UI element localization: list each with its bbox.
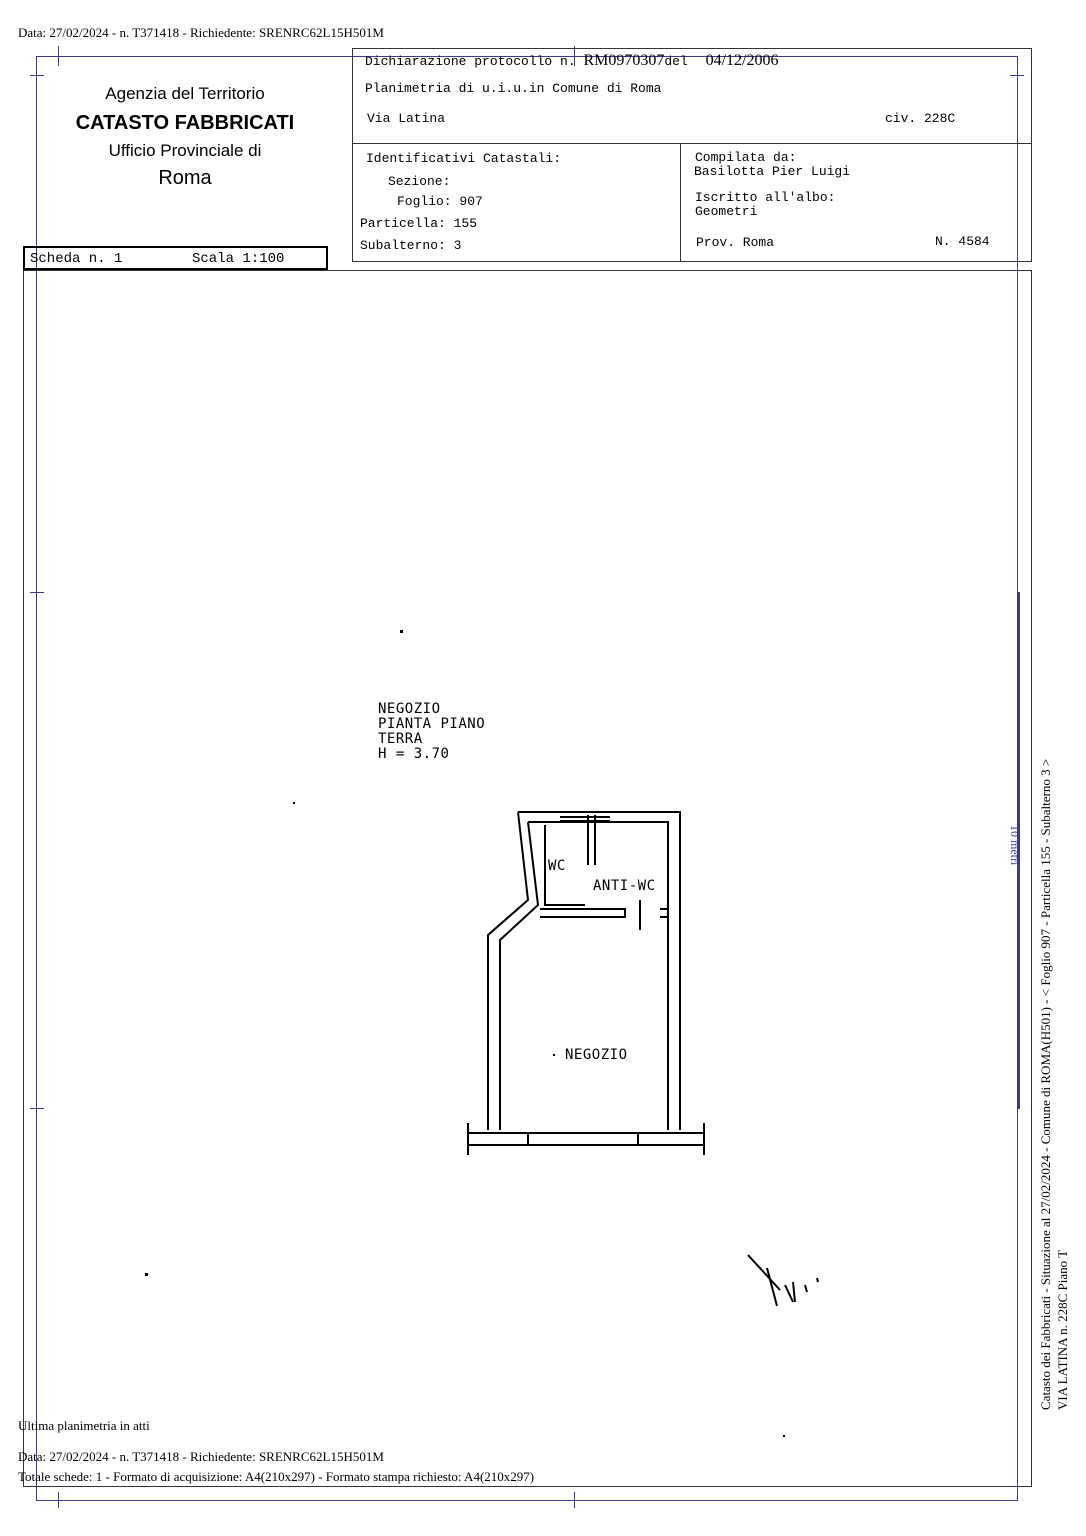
sezione-field: Sezione: — [388, 174, 451, 189]
plan-municipality-line: Planimetria di u.i.u.in Comune di Roma — [365, 81, 662, 96]
crop-mark — [574, 1492, 575, 1508]
province: Prov. Roma — [696, 235, 775, 250]
room-label-negozio: NEGOZIO — [565, 1047, 628, 1063]
declaration-date: 04/12/2006 — [705, 52, 779, 69]
catasto-title: CATASTO FABBRICATI — [75, 112, 295, 134]
albo-value: Geometri — [695, 204, 758, 219]
frame-bottom-line — [36, 1500, 1018, 1501]
plan-title-line1: NEGOZIO — [378, 701, 441, 717]
identifiers-title: Identificativi Catastali: — [366, 151, 562, 166]
signature — [747, 1254, 819, 1307]
speck — [553, 1054, 555, 1056]
albo-label: Iscritto all'albo: — [695, 190, 836, 205]
plan-title-line2: PIANTA PIANO — [378, 716, 486, 732]
crop-mark — [58, 1492, 59, 1508]
scheda-box: Scheda n. 1 Scala 1:100 — [23, 246, 328, 270]
scale-label: Scala 1:100 — [192, 251, 285, 267]
agency-name: Agenzia del Territorio — [105, 84, 265, 103]
footer-totals-line: Totale schede: 1 - Formato di acquisizio… — [18, 1469, 535, 1484]
drawing-frame — [23, 270, 1032, 1487]
outer-wall — [518, 811, 681, 1130]
declaration-prefix: Dichiarazione protocollo n. — [365, 54, 576, 69]
protocol-number: RM0970307 — [583, 52, 665, 69]
wc-wall — [544, 825, 585, 906]
scale-bar-label: 10 metri — [1008, 825, 1022, 866]
inner-wall — [499, 821, 540, 1130]
identifiers-divider — [680, 143, 681, 262]
frame-top-line — [36, 56, 1018, 57]
crop-mark — [30, 592, 44, 593]
civic-number: civ. 228C — [885, 111, 956, 126]
scale-bar — [1018, 592, 1020, 1109]
frame-right-line — [1017, 56, 1018, 1501]
frame-left-line — [36, 56, 37, 1501]
cadastral-situation-line: Catasto dei Fabbricati - Situazione al 2… — [1038, 758, 1053, 1410]
speck — [145, 1273, 148, 1276]
antiwc-wall — [540, 908, 626, 918]
crop-mark — [574, 46, 575, 66]
subalterno-field: Subalterno: 3 — [360, 238, 462, 253]
plan-title-line3: TERRA — [378, 731, 423, 747]
speck — [400, 630, 403, 633]
crop-mark — [30, 75, 44, 76]
crop-mark — [1010, 75, 1024, 76]
street-name: Via Latina — [367, 111, 446, 126]
address-line: VIA LATINA n. 228C Piano T — [1055, 1249, 1070, 1410]
plan-title-line4: H = 3.70 — [378, 746, 450, 762]
crop-mark — [58, 46, 59, 66]
office-label: Ufficio Provinciale di — [108, 141, 262, 160]
last-plan-note: Ultima planimetria in atti — [18, 1418, 150, 1433]
room-label-wc: WC — [548, 858, 566, 874]
foglio-field: Foglio: 907 — [397, 194, 483, 209]
particella-field: Particella: 155 — [360, 216, 478, 231]
room-label-antiwc: ANTI-WC — [593, 878, 656, 894]
declaration-line: Dichiarazione protocollo n. RM0970307del… — [365, 52, 778, 70]
register-number: N. 4584 — [935, 234, 990, 249]
compiler-name: Basilotta Pier Luigi — [694, 164, 851, 179]
header-request-line: Data: 27/02/2024 - n. T371418 - Richiede… — [18, 25, 384, 40]
plan-title: NEGOZIO PIANTA PIANO TERRA H = 3.70 — [378, 702, 485, 762]
speck — [293, 802, 295, 804]
compiler-label: Compilata da: — [695, 150, 797, 165]
outer-wall — [487, 811, 530, 1130]
office-city: Roma — [158, 167, 212, 189]
footer-request-line: Data: 27/02/2024 - n. T371418 - Richiede… — [18, 1449, 384, 1464]
floor-plan — [467, 811, 705, 1155]
crop-mark — [30, 1108, 44, 1109]
identifiers-box — [352, 143, 1032, 262]
speck — [783, 1435, 785, 1437]
scheda-number: Scheda n. 1 — [30, 251, 123, 267]
del-label: del — [664, 54, 688, 69]
